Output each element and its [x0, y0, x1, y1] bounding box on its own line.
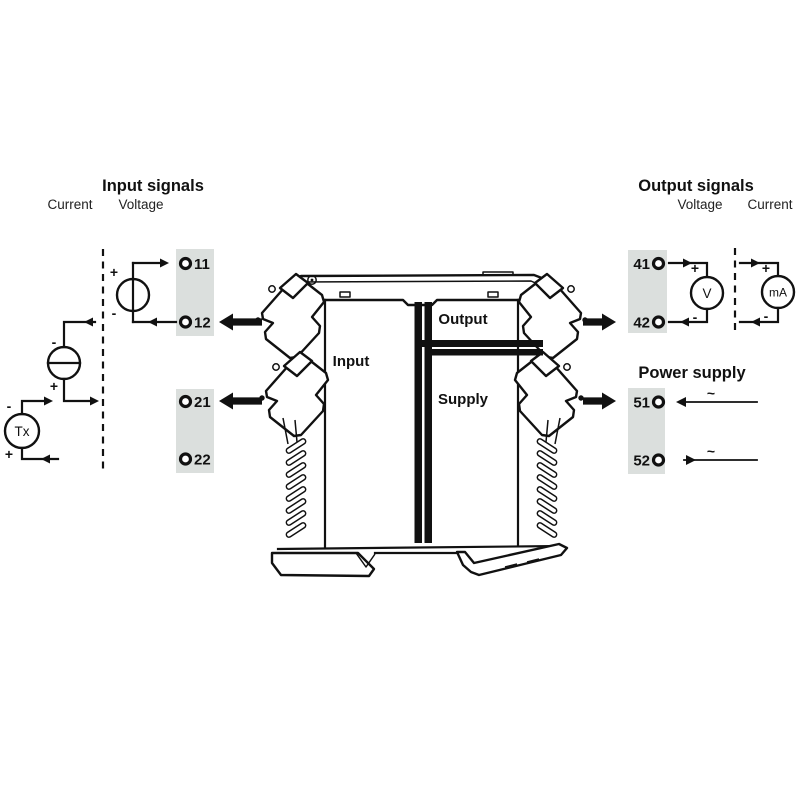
device-output-label: Output	[438, 311, 487, 328]
output-voltage-column-label: Voltage	[677, 197, 722, 212]
transmitter-plus: +	[5, 446, 13, 462]
left-connector-blocks	[255, 274, 328, 538]
milliammeter-plus: +	[762, 260, 770, 276]
device-supply-label: Supply	[438, 391, 489, 408]
current-source-plus: +	[50, 378, 58, 394]
terminal-label-51: 51	[633, 395, 650, 412]
terminal-ring-22	[178, 452, 193, 466]
terminal-block-41-42: 41 42	[628, 250, 667, 333]
milliammeter-label: mA	[769, 286, 787, 300]
terminal-block-11-12: 11 12	[176, 249, 214, 336]
milliammeter-minus: -	[764, 308, 769, 324]
arrow-to-terminal-21	[219, 392, 262, 410]
terminal-label-41: 41	[633, 256, 650, 273]
terminal-label-42: 42	[633, 315, 650, 332]
input-signals-title: Input signals	[102, 177, 204, 195]
transmitter-symbol: Tx - +	[3, 396, 60, 464]
body-base	[276, 544, 562, 551]
milliammeter-symbol: mA + -	[738, 258, 796, 327]
terminal-label-21: 21	[194, 394, 211, 411]
arrow-to-terminal-12	[219, 313, 262, 331]
output-signals-title: Output signals	[638, 177, 754, 195]
cap-screw	[307, 275, 317, 285]
terminal-ring-52	[651, 453, 666, 467]
output-current-column-label: Current	[747, 197, 792, 212]
din-rail-foot	[270, 542, 569, 578]
transmitter-label: Tx	[15, 424, 30, 439]
voltmeter-minus: -	[693, 309, 698, 325]
current-source-symbol: - +	[46, 317, 99, 406]
voltage-source-symbol: + -	[110, 258, 178, 327]
transmitter-minus: -	[7, 398, 12, 414]
device-input-label: Input	[333, 353, 370, 370]
right-connector-blocks	[515, 274, 588, 538]
terminal-label-12: 12	[194, 315, 211, 332]
voltmeter-symbol: V + -	[667, 258, 725, 327]
ac-symbol-51: ~	[707, 385, 715, 401]
ac-symbol-52: ~	[707, 443, 715, 459]
terminal-label-22: 22	[194, 452, 211, 469]
terminal-label-52: 52	[633, 453, 650, 470]
terminal-ring-21	[178, 394, 193, 409]
terminal-ring-51	[651, 395, 666, 409]
terminal-ring-12	[178, 315, 193, 329]
power-supply-title: Power supply	[638, 364, 746, 382]
voltage-source-minus: -	[112, 305, 117, 321]
voltmeter-plus: +	[691, 260, 699, 276]
terminal-ring-41	[651, 256, 666, 271]
voltmeter-label: V	[702, 286, 711, 301]
isolation-barrier	[414, 302, 543, 543]
input-voltage-column-label: Voltage	[118, 197, 163, 212]
din-rail-module: Input Output Supply	[255, 271, 588, 578]
terminal-ring-11	[178, 256, 193, 271]
voltage-source-plus: +	[110, 264, 118, 280]
input-current-column-label: Current	[47, 197, 92, 212]
arrow-to-terminal-42	[583, 313, 616, 331]
current-source-minus: -	[52, 334, 57, 350]
terminal-block-21-22: 21 22	[176, 389, 214, 473]
power-supply-wires: ~ ~	[676, 385, 758, 465]
arrow-to-terminal-51	[583, 392, 616, 410]
terminal-label-11: 11	[194, 256, 210, 273]
terminal-block-51-52: 51 52	[628, 388, 666, 474]
terminal-ring-42	[651, 315, 666, 329]
